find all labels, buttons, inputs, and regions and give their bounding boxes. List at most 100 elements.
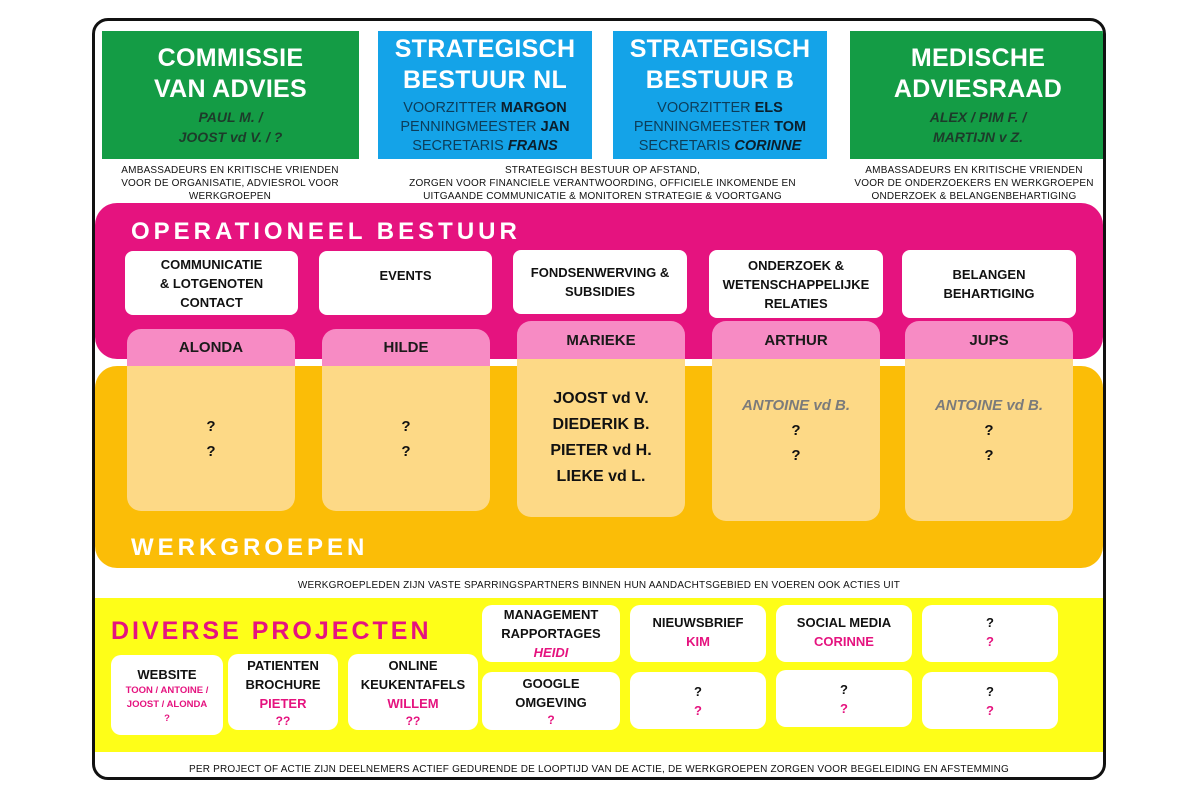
project-patienten-brochure: PATIENTEN BROCHURE PIETER ?? bbox=[228, 654, 338, 730]
sbnl-row-2: PENNINGMEESTER JAN bbox=[400, 118, 569, 137]
card-line: SUBSIDIES bbox=[564, 284, 636, 299]
members-communicatie: ? ? bbox=[127, 366, 295, 511]
commissie-van-advies-box: COMMISSIE VAN ADVIES PAUL M. / JOOST vd … bbox=[102, 31, 359, 159]
note-werkgroepen: WERKGROEPLEDEN ZIJN VASTE SPARRINGSPARTN… bbox=[297, 580, 901, 591]
members-fondsenwerving: JOOST vd V. DIEDERIK B. PIETER vd H. LIE… bbox=[517, 359, 685, 517]
project-owner: ? bbox=[986, 702, 994, 718]
lead-marieke: MARIEKE bbox=[517, 321, 685, 359]
note-line: WERKGROEPEN bbox=[188, 191, 272, 202]
role-name: CORINNE bbox=[734, 138, 802, 154]
member: ? bbox=[206, 442, 216, 460]
lead-arthur: ARTHUR bbox=[712, 321, 880, 359]
project-owner: CORINNE bbox=[814, 633, 874, 649]
werkgroepen-title: WERKGROEPEN bbox=[131, 534, 369, 561]
project-title: OMGEVING bbox=[515, 695, 587, 710]
card-onderzoek: ONDERZOEK & WETENSCHAPPELIJKE RELATIES bbox=[709, 250, 883, 318]
members-events: ? ? bbox=[322, 366, 490, 511]
medische-adviesraad-box: MEDISCHE ADVIESRAAD ALEX / PIM F. / MART… bbox=[850, 31, 1103, 159]
card-line: BEHARTIGING bbox=[943, 286, 1035, 301]
strategisch-bestuur-b-box: STRATEGISCH BESTUUR B VOORZITTER ELS PEN… bbox=[613, 31, 827, 159]
note-line: VOOR DE ONDERZOEKERS EN WERKGROEPEN bbox=[854, 178, 1094, 189]
sbnl-row-1: VOORZITTER MARGON bbox=[403, 99, 567, 118]
role-label: PENNINGMEESTER bbox=[633, 119, 771, 135]
role-name: JAN bbox=[540, 119, 570, 135]
project-title: PATIENTEN bbox=[247, 657, 319, 673]
project-nieuwsbrief: NIEUWSBRIEF KIM bbox=[630, 605, 766, 662]
sbb-title-2: BESTUUR B bbox=[645, 66, 795, 94]
sbb-row-2: PENNINGMEESTER TOM bbox=[634, 118, 806, 137]
operationeel-bestuur-title: OPERATIONEEL BESTUUR bbox=[131, 218, 521, 245]
role-name: ELS bbox=[754, 100, 783, 116]
project-title: ? bbox=[986, 683, 994, 699]
member: ? bbox=[984, 446, 994, 464]
project-title: KEUKENTAFELS bbox=[360, 676, 466, 692]
card-line: BELANGEN bbox=[952, 267, 1026, 282]
medische-members-1: ALEX / PIM F. / bbox=[929, 109, 1027, 125]
project-social-media: SOCIAL MEDIA CORINNE bbox=[776, 605, 912, 662]
project-unknown: ? bbox=[547, 713, 555, 727]
member: ? bbox=[984, 421, 994, 439]
card-communicatie: COMMUNICATIE & LOTGENOTEN CONTACT bbox=[125, 251, 298, 315]
card-line: CONTACT bbox=[180, 294, 243, 310]
sbnl-row-3: SECRETARIS FRANS bbox=[412, 137, 558, 156]
medische-title-1: MEDISCHE bbox=[910, 44, 1046, 72]
lead-alonda: ALONDA bbox=[127, 329, 295, 366]
note-medische: AMBASSADEURS EN KRITISCHE VRIENDEN VOOR … bbox=[840, 164, 1103, 203]
member: DIEDERIK B. bbox=[552, 416, 650, 433]
project-names: JOOST / ALONDA bbox=[126, 698, 208, 710]
card-line: COMMUNICATIE bbox=[160, 256, 263, 272]
note-line: AMBASSADEURS EN KRITISCHE VRIENDEN bbox=[121, 165, 339, 176]
project-title: ONLINE bbox=[388, 657, 438, 673]
project-google-omgeving: GOOGLE OMGEVING ? bbox=[482, 672, 620, 730]
note-line: ZORGEN VOOR FINANCIELE VERANTWOORDING, O… bbox=[409, 178, 796, 189]
project-unknown-3: ? ? bbox=[776, 670, 912, 727]
project-owner: KIM bbox=[686, 633, 710, 649]
project-owner: ? bbox=[694, 702, 702, 718]
note-commissie: AMBASSADEURS EN KRITISCHE VRIENDEN VOOR … bbox=[95, 164, 365, 203]
project-owner: ? bbox=[986, 633, 994, 649]
role-label: VOORZITTER bbox=[403, 100, 497, 116]
card-line: WETENSCHAPPELIJKE bbox=[722, 276, 870, 292]
role-name: MARGON bbox=[500, 100, 567, 116]
sbb-row-3: SECRETARIS CORINNE bbox=[639, 137, 802, 156]
project-title: ? bbox=[840, 681, 848, 697]
card-line: ONDERZOEK & bbox=[747, 257, 845, 273]
project-unknown-4: ? ? bbox=[922, 672, 1058, 729]
member: PIETER vd H. bbox=[550, 442, 652, 459]
org-chart: COMMISSIE VAN ADVIES PAUL M. / JOOST vd … bbox=[92, 18, 1106, 780]
card-line: FONDSENWERVING & bbox=[530, 265, 670, 280]
role-name: FRANS bbox=[507, 138, 558, 154]
commissie-members-1: PAUL M. / bbox=[198, 109, 263, 125]
card-line: RELATIES bbox=[764, 295, 828, 311]
project-title: WEBSITE bbox=[137, 666, 197, 682]
note-line: AMBASSADEURS EN KRITISCHE VRIENDEN bbox=[865, 165, 1083, 176]
project-owner: PIETER bbox=[259, 695, 307, 711]
project-names: TOON / ANTOINE / bbox=[125, 684, 209, 696]
card-line: EVENTS bbox=[379, 267, 432, 283]
role-name: TOM bbox=[774, 119, 807, 135]
project-title: ? bbox=[694, 683, 702, 699]
project-unknown-2: ? ? bbox=[630, 672, 766, 729]
project-unknown: ?? bbox=[405, 713, 421, 728]
commissie-title-2: VAN ADVIES bbox=[153, 75, 308, 103]
project-title: ? bbox=[986, 614, 994, 630]
sbnl-title-1: STRATEGISCH bbox=[394, 35, 576, 63]
card-line: & LOTGENOTEN bbox=[159, 275, 264, 291]
card-belangenbehartiging: BELANGEN BEHARTIGING bbox=[902, 250, 1076, 318]
project-title: GOOGLE bbox=[522, 676, 580, 691]
card-fondsenwerving: FONDSENWERVING & SUBSIDIES bbox=[513, 250, 687, 314]
member: ANTOINE vd B. bbox=[741, 396, 851, 414]
sbb-title-1: STRATEGISCH bbox=[629, 35, 811, 63]
project-website: WEBSITE TOON / ANTOINE / JOOST / ALONDA … bbox=[111, 655, 223, 735]
member: JOOST vd V. bbox=[553, 390, 649, 407]
diverse-projecten-title: DIVERSE PROJECTEN bbox=[111, 617, 432, 645]
role-label: PENNINGMEESTER bbox=[400, 119, 537, 135]
strategisch-bestuur-nl-box: STRATEGISCH BESTUUR NL VOORZITTER MARGON… bbox=[378, 31, 592, 159]
commissie-title-1: COMMISSIE bbox=[157, 44, 304, 72]
sbnl-title-2: BESTUUR NL bbox=[402, 66, 568, 94]
project-title: RAPPORTAGES bbox=[501, 626, 601, 641]
note-line: VOOR DE ORGANISATIE, ADVIESROL VOOR bbox=[121, 178, 339, 189]
lead-hilde: HILDE bbox=[322, 329, 490, 366]
note-line: UITGAANDE COMMUNICATIE & MONITOREN STRAT… bbox=[423, 191, 782, 202]
member: ? bbox=[791, 446, 801, 464]
